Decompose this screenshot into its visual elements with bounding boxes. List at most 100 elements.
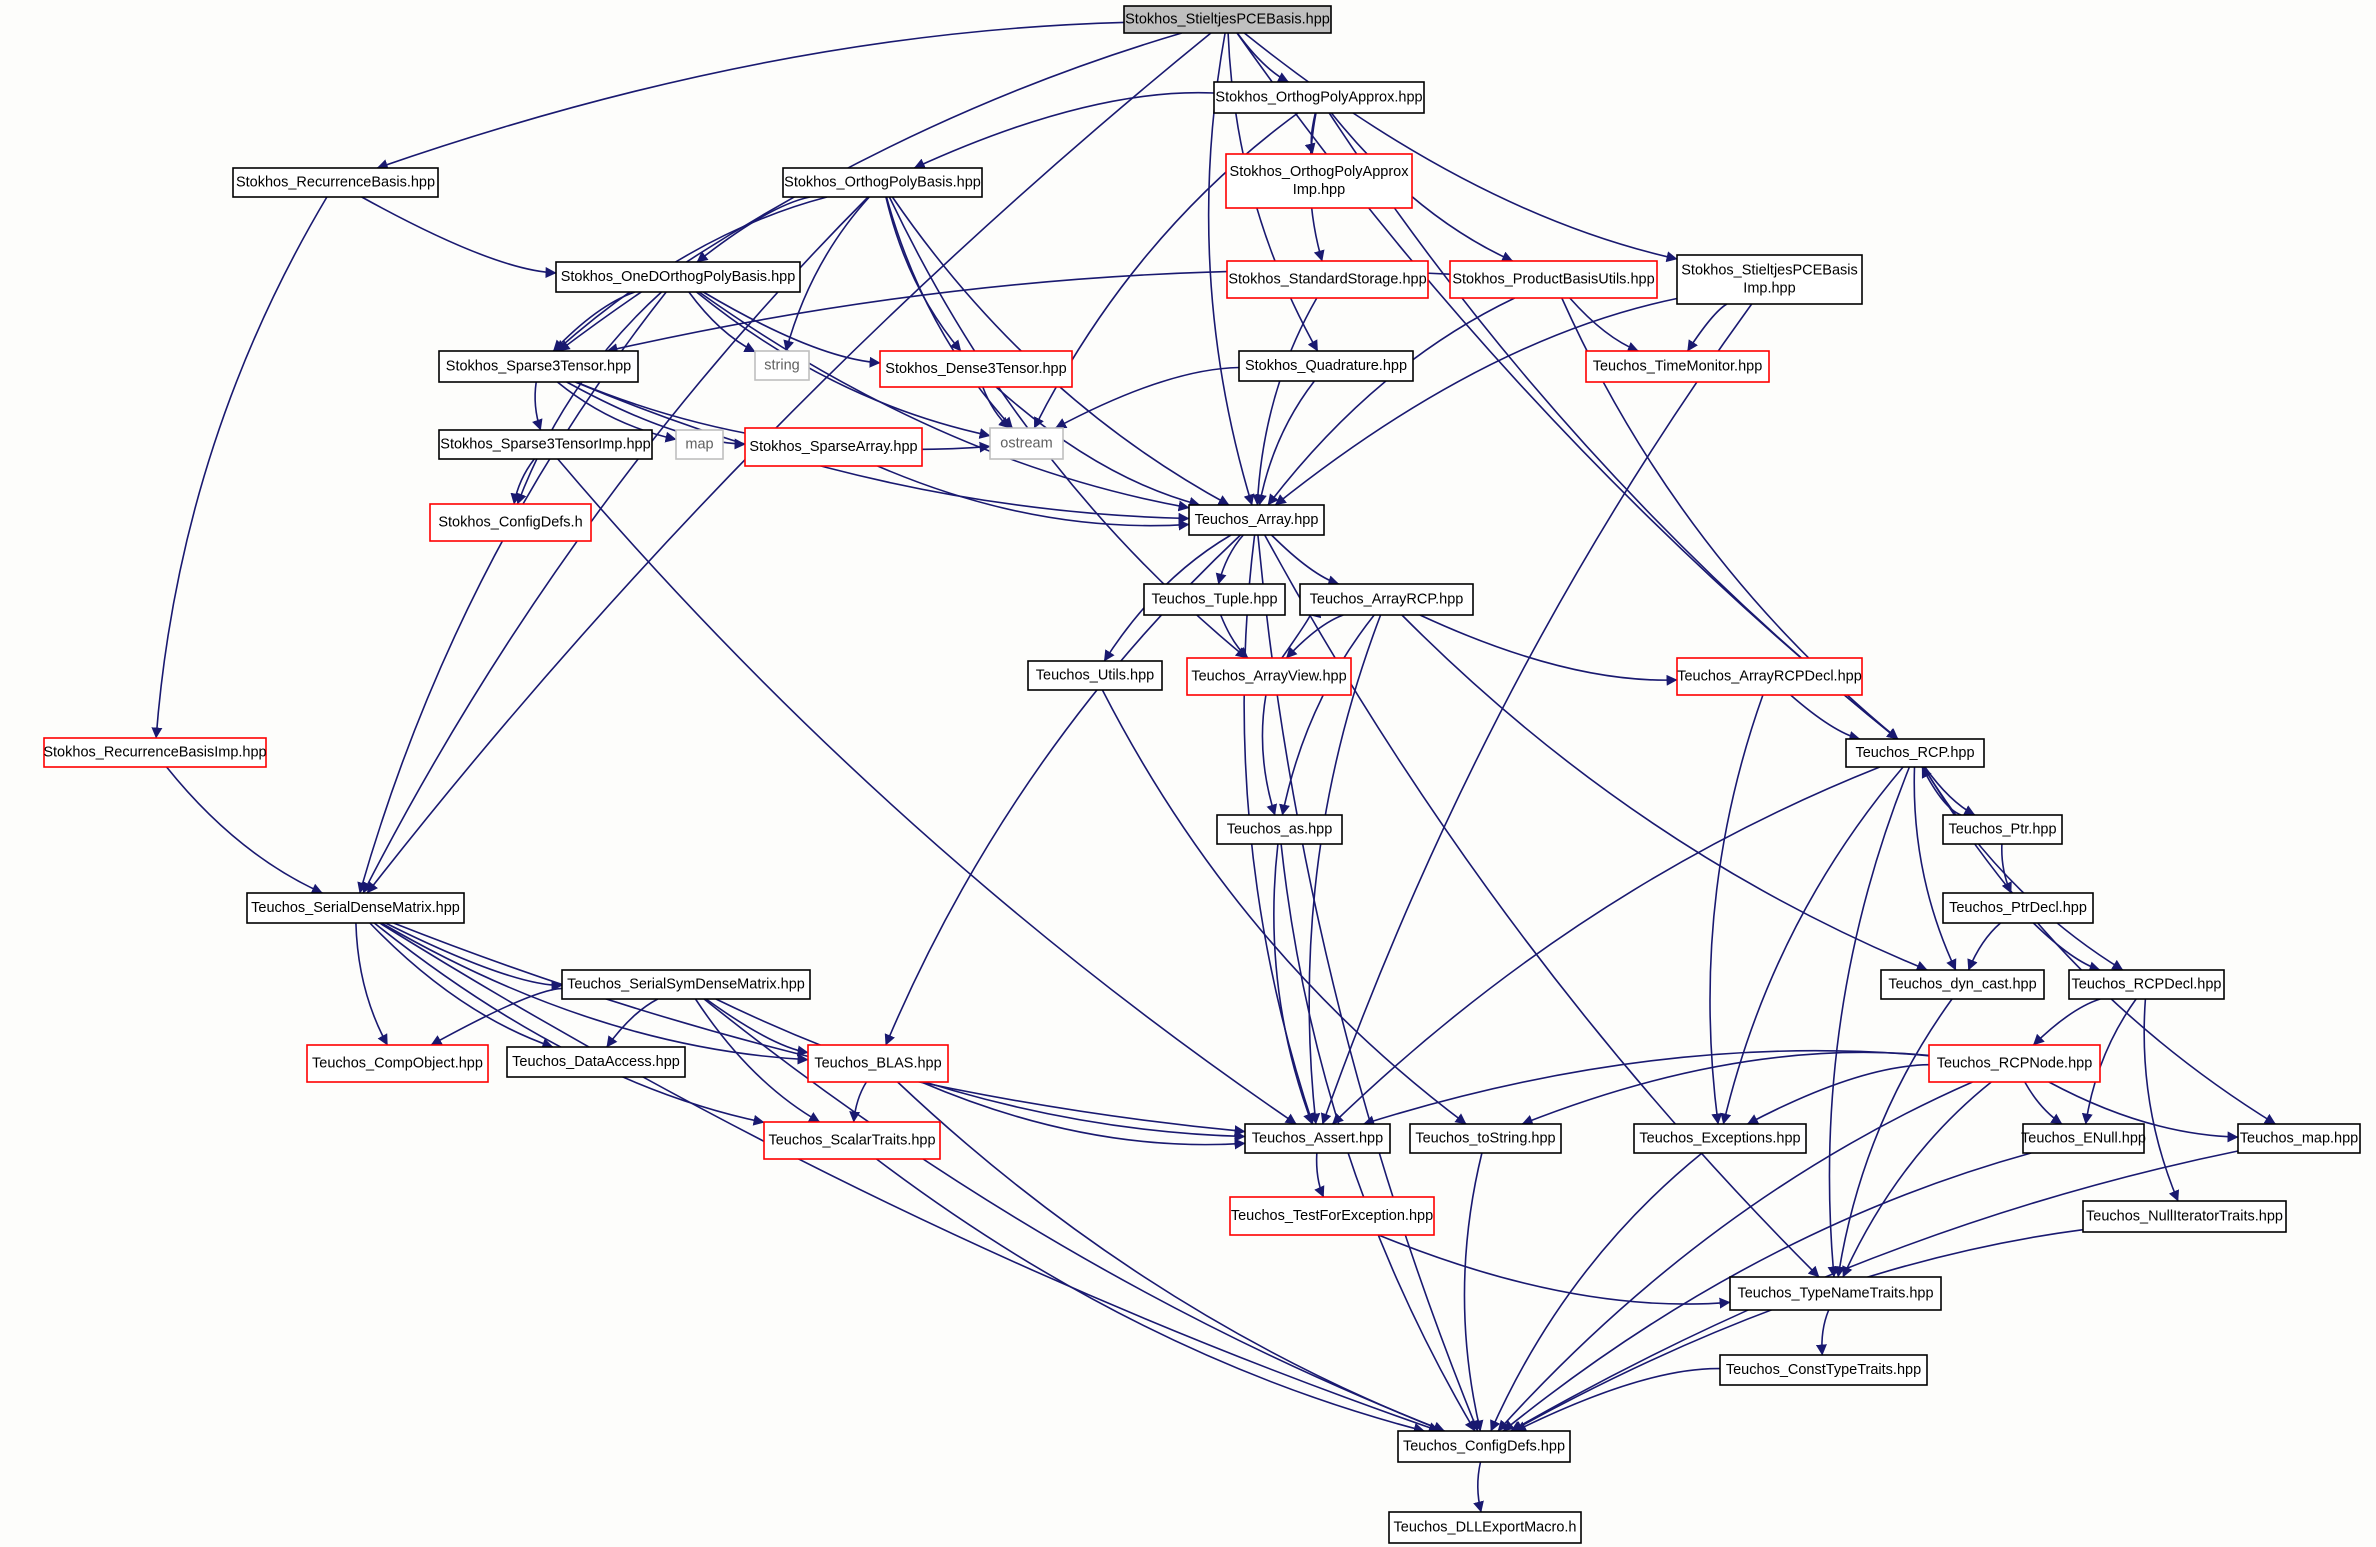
edge-n2-n25 (151, 196, 328, 739)
graph-node-n13[interactable]: Teuchos_TimeMonitor.hpp (1585, 350, 1770, 383)
node-box (879, 350, 1073, 388)
graph-node-n20[interactable]: Teuchos_Tuple.hpp (1143, 583, 1286, 616)
edge-n37-n48 (1497, 1081, 1973, 1432)
graph-node-n25[interactable]: Stokhos_RecurrenceBasisImp.hpp (43, 737, 267, 768)
graph-node-n7[interactable]: Stokhos_ProductBasisUtils.hpp (1449, 260, 1658, 299)
node-box (1942, 892, 2094, 924)
node-box (1676, 254, 1863, 305)
edge-n26-n41 (1720, 766, 1904, 1125)
graph-node-n47[interactable]: Teuchos_ConstTypeTraits.hpp (1719, 1354, 1928, 1386)
graph-node-n36[interactable]: Teuchos_BLAS.hpp (807, 1044, 949, 1083)
graph-node-n6[interactable]: Stokhos_StandardStorage.hpp (1226, 260, 1429, 299)
graph-node-n35[interactable]: Teuchos_DataAccess.hpp (506, 1046, 686, 1078)
edge-n31-n48 (703, 998, 1446, 1433)
edge-n21-n24 (1419, 614, 1678, 686)
graph-node-n27[interactable]: Teuchos_Ptr.hpp (1942, 814, 2063, 845)
edge-n39-n44 (1314, 1152, 1325, 1198)
graph-node-n43[interactable]: Teuchos_map.hpp (2237, 1123, 2361, 1154)
graph-node-n46[interactable]: Teuchos_TypeNameTraits.hpp (1729, 1276, 1942, 1311)
graph-node-n15[interactable]: map (675, 429, 724, 460)
graph-node-n11[interactable]: Stokhos_Dense3Tensor.hpp (879, 350, 1073, 388)
edge-n29-n34 (355, 922, 389, 1046)
graph-node-n22[interactable]: Teuchos_Utils.hpp (1027, 660, 1163, 691)
graph-node-n23[interactable]: Teuchos_ArrayView.hpp (1186, 657, 1352, 696)
graph-node-n28[interactable]: Teuchos_as.hpp (1216, 814, 1343, 845)
node-label: Stokhos_OrthogPolyApprox (1230, 164, 1410, 180)
node-label: Teuchos_Array.hpp (1195, 512, 1319, 528)
graph-node-n29[interactable]: Teuchos_SerialDenseMatrix.hpp (246, 892, 465, 924)
graph-node-n30[interactable]: Teuchos_PtrDecl.hpp (1942, 892, 2094, 924)
edge-n5-n9 (552, 291, 636, 352)
graph-node-n18[interactable]: Stokhos_ConfigDefs.h (429, 503, 592, 542)
node-box (506, 1046, 686, 1078)
node-box (1449, 260, 1658, 299)
edge-n1-n26 (1328, 112, 1899, 740)
graph-node-n38[interactable]: Teuchos_ScalarTraits.hpp (763, 1121, 941, 1160)
graph-node-n2[interactable]: Stokhos_RecurrenceBasis.hpp (232, 167, 439, 198)
graph-node-n31[interactable]: Teuchos_SerialSymDenseMatrix.hpp (561, 969, 811, 1000)
node-label: Teuchos_Utils.hpp (1036, 668, 1155, 684)
graph-node-n41[interactable]: Teuchos_Exceptions.hpp (1633, 1123, 1807, 1154)
node-box (438, 350, 639, 383)
graph-node-n17[interactable]: ostream (989, 427, 1064, 460)
node-label: Teuchos_NullIteratorTraits.hpp (2086, 1209, 2283, 1225)
node-box (2068, 969, 2225, 1000)
edge-n5-n10 (688, 291, 756, 353)
node-box (1397, 1430, 1571, 1463)
graph-node-n33[interactable]: Teuchos_RCPDecl.hpp (2068, 969, 2225, 1000)
graph-node-n9[interactable]: Stokhos_Sparse3Tensor.hpp (438, 350, 639, 383)
graph-node-n24[interactable]: Teuchos_ArrayRCPDecl.hpp (1676, 657, 1863, 696)
node-label: Teuchos_ConstTypeTraits.hpp (1726, 1362, 1921, 1378)
graph-node-n45[interactable]: Teuchos_NullIteratorTraits.hpp (2082, 1200, 2287, 1233)
node-box (744, 427, 923, 467)
graph-node-n48[interactable]: Teuchos_ConfigDefs.hpp (1397, 1430, 1571, 1463)
node-label: Teuchos_TestForException.hpp (1231, 1208, 1433, 1224)
graph-node-n42[interactable]: Teuchos_ENull.hpp (2021, 1123, 2146, 1154)
graph-node-n12[interactable]: Stokhos_Quadrature.hpp (1238, 350, 1414, 382)
edge-n19-n46 (1263, 534, 1820, 1278)
node-box (561, 969, 811, 1000)
edge-n29-n39 (393, 922, 1246, 1137)
graph-node-n3[interactable]: Stokhos_OrthogPolyBasis.hpp (782, 167, 983, 198)
graph-node-n40[interactable]: Teuchos_toString.hpp (1409, 1123, 1562, 1154)
graph-node-n14[interactable]: Stokhos_Sparse3TensorImp.hpp (438, 429, 653, 460)
node-box (1729, 1276, 1942, 1311)
edge-n0-n1 (1236, 32, 1289, 83)
graph-node-n5[interactable]: Stokhos_OneDOrthogPolyBasis.hpp (555, 261, 801, 293)
node-label: Teuchos_as.hpp (1227, 822, 1333, 838)
node-label: Stokhos_Dense3Tensor.hpp (885, 361, 1066, 377)
graph-node-n39[interactable]: Teuchos_Assert.hpp (1244, 1123, 1391, 1154)
node-label: Teuchos_ConfigDefs.hpp (1403, 1439, 1565, 1455)
edge-n46-n47 (1815, 1309, 1830, 1356)
node-box (763, 1121, 941, 1160)
graph-node-n44[interactable]: Teuchos_TestForException.hpp (1229, 1196, 1435, 1236)
graph-node-n49[interactable]: Teuchos_DLLExportMacro.h (1388, 1511, 1582, 1544)
graph-node-n26[interactable]: Teuchos_RCP.hpp (1845, 738, 1985, 768)
edge-n47-n48 (1515, 1367, 1721, 1432)
edge-n25-n29 (165, 766, 323, 894)
graph-node-n21[interactable]: Teuchos_ArrayRCP.hpp (1299, 583, 1474, 616)
edge-n33-n42 (2081, 998, 2137, 1125)
graph-node-n32[interactable]: Teuchos_dyn_cast.hpp (1880, 969, 2045, 1000)
graph-node-n1[interactable]: Stokhos_OrthogPolyApprox.hpp (1213, 81, 1425, 114)
node-label: Teuchos_DataAccess.hpp (512, 1054, 680, 1070)
edge-n21-n32 (1401, 614, 1928, 972)
node-box (1226, 260, 1429, 299)
node-box (429, 503, 592, 542)
edge-n29-n38 (373, 922, 765, 1126)
node-box (1186, 657, 1352, 696)
graph-node-n10[interactable]: string (754, 350, 810, 381)
edge-n37-n41 (1747, 1063, 1930, 1125)
graph-node-n0[interactable]: Stokhos_StieltjesPCEBasis.hpp (1123, 5, 1332, 34)
node-box (555, 261, 801, 293)
edge-n26-n33 (1922, 766, 2124, 971)
edge-n14-n39 (557, 458, 1297, 1125)
graph-node-n37[interactable]: Teuchos_RCPNode.hpp (1928, 1044, 2101, 1083)
node-layer: Stokhos_StieltjesPCEBasis.hppStokhos_Ort… (43, 5, 2361, 1544)
graph-node-n34[interactable]: Teuchos_CompObject.hpp (306, 1044, 489, 1083)
graph-node-n19[interactable]: Teuchos_Array.hpp (1188, 504, 1325, 536)
graph-node-n16[interactable]: Stokhos_SparseArray.hpp (744, 427, 923, 467)
